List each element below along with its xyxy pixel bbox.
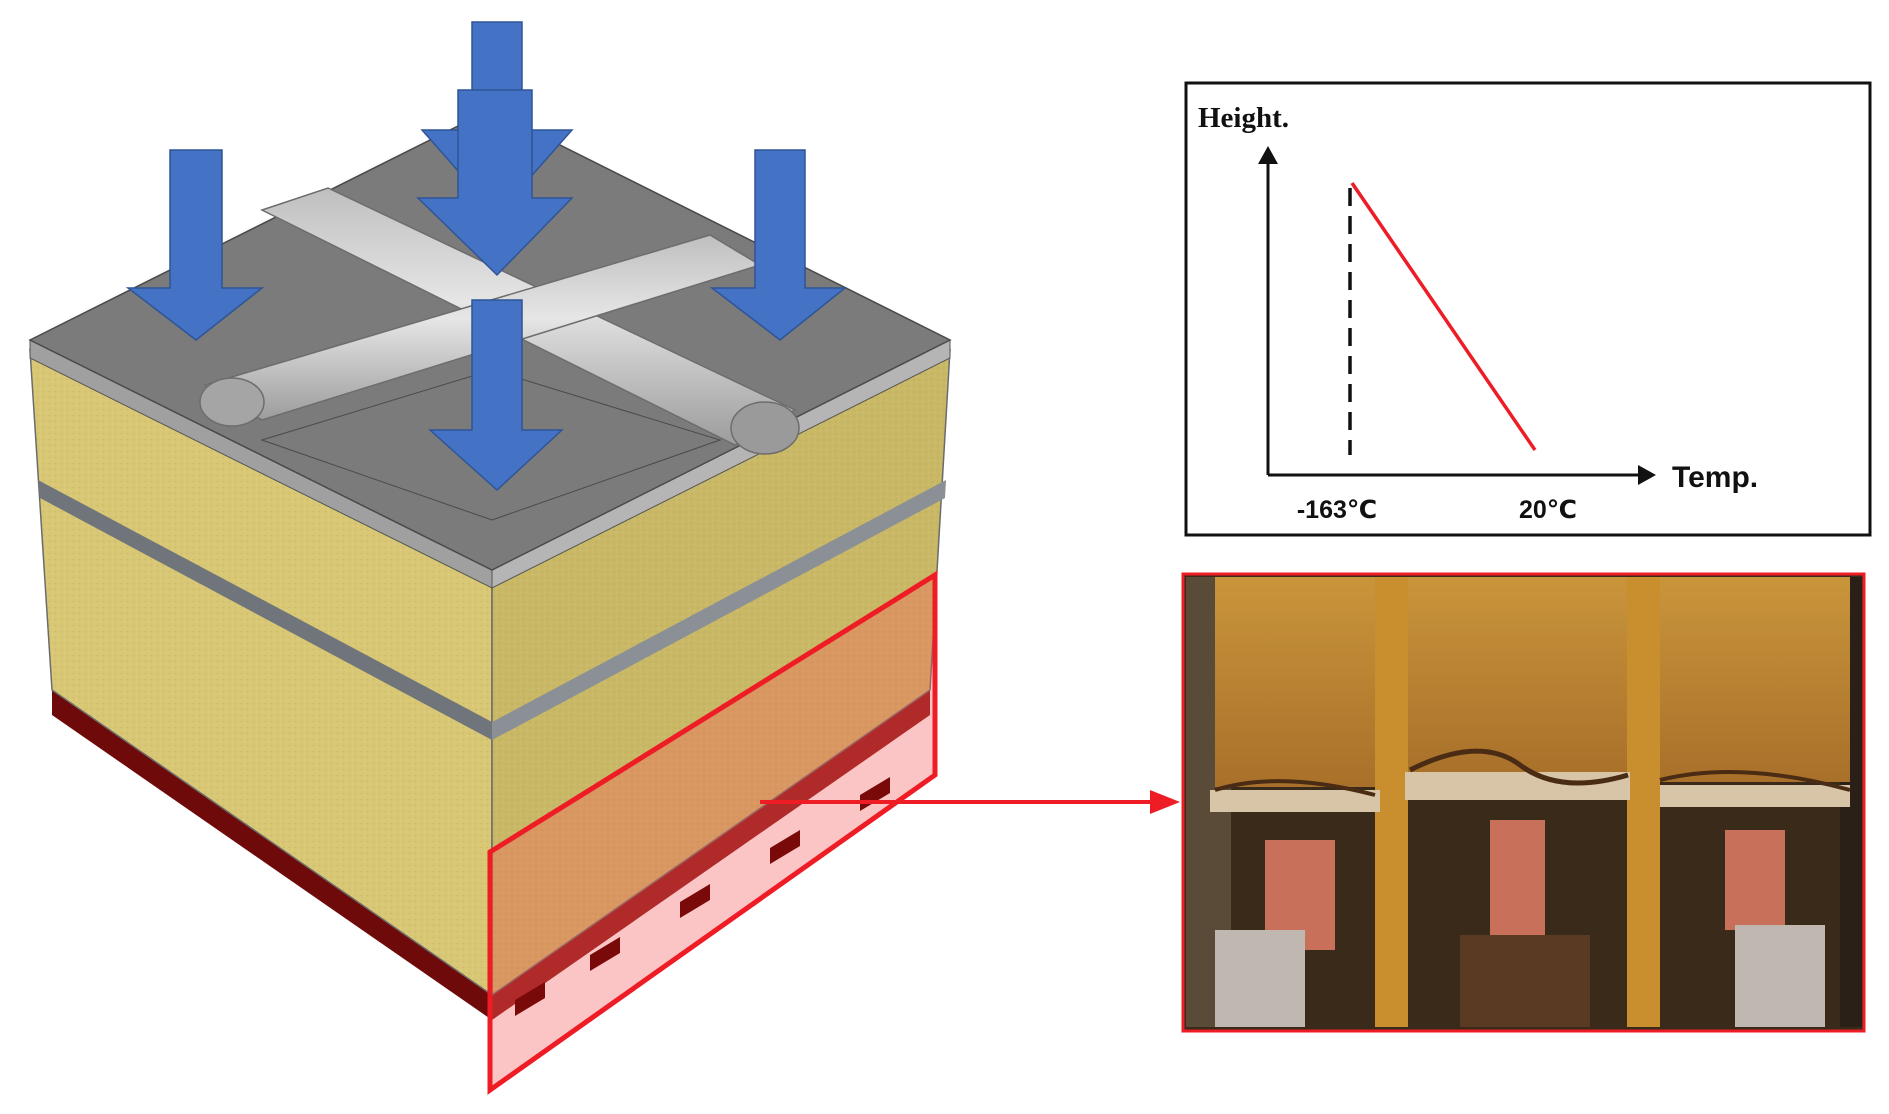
photo-specimen-left <box>1215 577 1375 787</box>
photo-crack-left <box>1214 779 1376 797</box>
down-arrow-icon <box>125 149 265 341</box>
photo-specimen-center <box>1408 577 1628 777</box>
right-arrow-icon <box>760 790 1180 814</box>
photo-base-right <box>1735 925 1825 1027</box>
down-arrow-icon <box>428 299 564 492</box>
base-plate-right <box>492 690 930 1020</box>
height-temp-line <box>1350 182 1537 451</box>
photo-crack-right <box>1659 770 1851 792</box>
photo-post-left <box>1375 577 1408 1027</box>
x-tick-left: -163℃ <box>1297 496 1377 524</box>
load-arrows <box>125 21 848 492</box>
x-axis-arrowhead <box>1638 465 1656 485</box>
membrane-stripe-right <box>492 480 946 740</box>
corrugation-pipe-b-end <box>199 377 265 427</box>
x-tick-right: 20℃ <box>1519 496 1577 524</box>
photo-crack-center <box>1408 748 1629 786</box>
down-arrow-icon <box>416 89 574 277</box>
photo-membrane-band-center <box>1405 772 1630 800</box>
photo-post-right <box>1627 577 1660 1027</box>
photo-base-left <box>1215 930 1305 1027</box>
y-axis-arrowhead <box>1258 146 1278 164</box>
down-arrow-icon <box>709 149 848 341</box>
corrugation-pipe-a-end <box>730 401 800 455</box>
height-temperature-graph: Height. Temp. -163℃ 20℃ <box>1184 81 1872 537</box>
photo-base-center <box>1460 935 1590 1027</box>
membrane-stripe-left <box>38 480 492 740</box>
test-photo <box>1181 572 1866 1033</box>
photo-support-right <box>1725 830 1785 930</box>
photo-membrane-band-right <box>1660 785 1850 807</box>
photo-frame <box>1181 572 1866 1033</box>
graph-frame <box>1184 81 1872 537</box>
x-axis-label: Temp. <box>1672 461 1758 494</box>
y-axis-label: Height. <box>1198 102 1289 134</box>
photo-specimen-right <box>1660 577 1850 782</box>
base-plate-left <box>52 690 492 1020</box>
photo-membrane-band-left <box>1210 790 1380 812</box>
